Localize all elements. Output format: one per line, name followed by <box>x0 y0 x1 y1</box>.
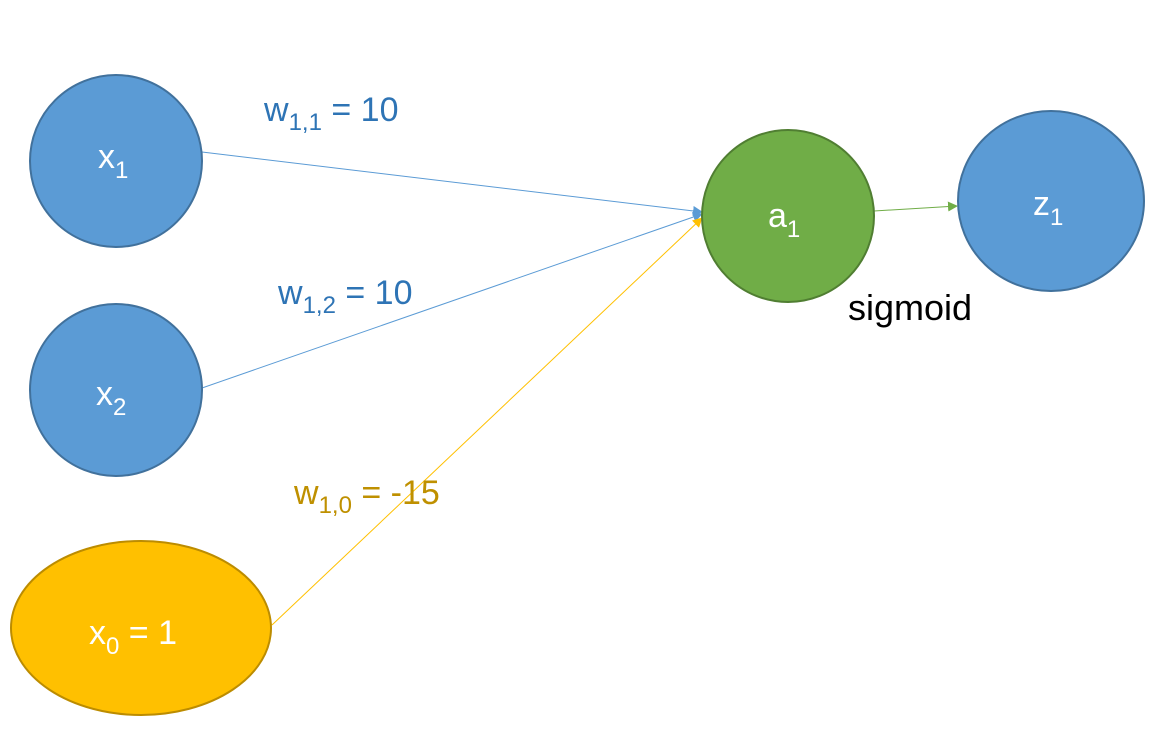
node-x1-label: x1 <box>98 138 128 184</box>
edge-x1-a1 <box>201 151 703 216</box>
weight-label-w10: w1,0 = -15 <box>293 474 440 519</box>
node-a1-label: a1 <box>768 197 800 243</box>
node-z1-label: z1 <box>1033 185 1063 231</box>
node-z1: z1 <box>957 110 1145 292</box>
node-x1-circle <box>29 74 203 248</box>
node-x2-label: x2 <box>96 375 126 421</box>
weight-label-w12: w1,2 = 10 <box>277 274 413 319</box>
node-x2-circle <box>29 303 203 477</box>
node-x0-label: x0 = 1 <box>89 614 177 660</box>
edge-x0-a1 <box>271 217 703 626</box>
node-a1: a1 <box>701 129 875 303</box>
node-a1-circle <box>701 129 875 303</box>
edge-x2-a1 <box>201 212 703 389</box>
node-x0-ellipse <box>10 540 272 716</box>
node-z1-ellipse <box>957 110 1145 292</box>
edge-a1-z1 <box>873 201 958 212</box>
node-x1: x1 <box>29 74 203 248</box>
weight-label-w11: w1,1 = 10 <box>263 91 399 136</box>
activation-label: sigmoid <box>848 287 972 328</box>
node-x2: x2 <box>29 303 203 477</box>
node-x0: x0 = 1 <box>10 540 272 716</box>
